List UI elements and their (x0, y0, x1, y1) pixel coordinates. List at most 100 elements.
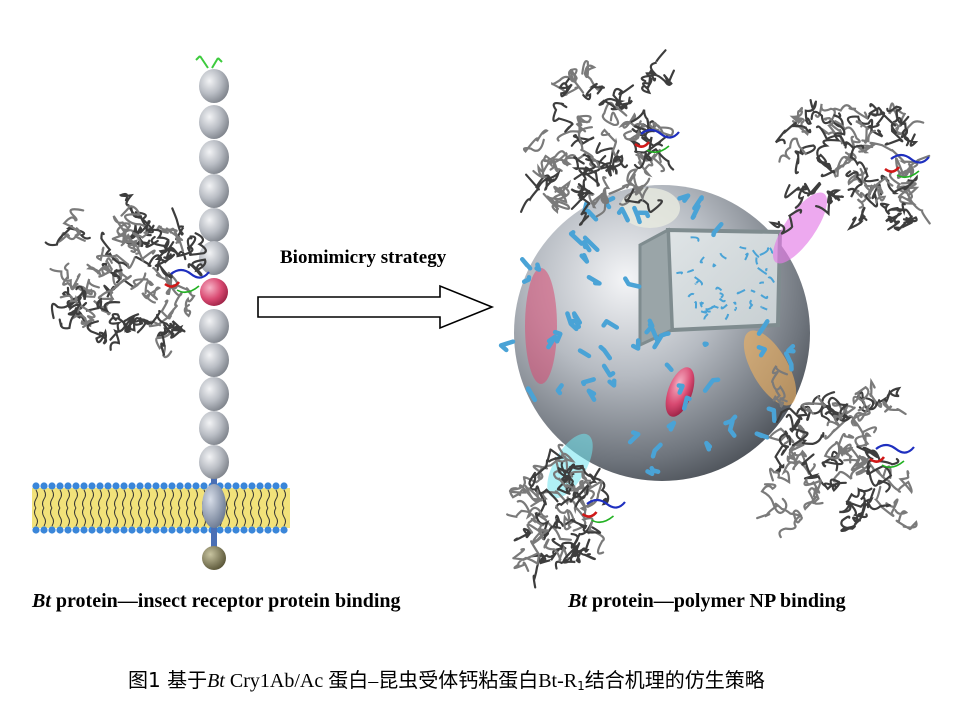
polymer-chain (727, 419, 737, 438)
protein-ribbon (608, 168, 639, 195)
protein-ribbon (778, 430, 792, 456)
protein-ribbon (50, 302, 82, 320)
lipid-tail (74, 489, 78, 509)
polymer-chain (521, 275, 532, 284)
protein-ribbon (846, 206, 868, 231)
protein-ribbon (853, 177, 887, 204)
protein-ribbon (558, 76, 573, 98)
cadherin-bead (199, 105, 229, 139)
core-chain (699, 256, 705, 264)
lipid-head (72, 482, 80, 490)
lipid-tail (122, 507, 126, 527)
lipid-tail (274, 507, 278, 527)
lipid-head (176, 526, 184, 534)
polymer-chain (756, 319, 770, 336)
protein-ribbon (597, 149, 624, 170)
lipid-head (184, 482, 192, 490)
polymer-chain (630, 338, 641, 351)
protein-ribbon (784, 184, 808, 209)
lipid-tail (66, 507, 70, 527)
protein-ribbon (516, 499, 545, 540)
lipid-tail (138, 507, 142, 527)
protein-ribbon (800, 395, 826, 415)
protein-ribbon (772, 389, 788, 408)
protein-ribbon (513, 527, 533, 542)
core-chain (748, 304, 753, 310)
lipid-head (256, 526, 264, 534)
protein-ribbon (866, 103, 883, 120)
protein-ribbon (139, 220, 170, 248)
left-caption-italic: Bt (32, 590, 51, 612)
protein-ribbon (641, 76, 653, 95)
protein-ribbon (156, 313, 184, 339)
protein-ribbon (801, 453, 826, 487)
protein-ribbon (118, 192, 155, 231)
polymer-chain (580, 377, 596, 387)
lipid-head (200, 526, 208, 534)
polymer-chain (658, 331, 671, 338)
polymer-chain (598, 344, 613, 361)
protein-ribbon (831, 402, 856, 418)
lipid-head (40, 482, 48, 490)
core-chain (699, 301, 704, 305)
polymer-chain (756, 345, 768, 358)
lipid-tail (122, 489, 126, 509)
polymer-chain (607, 378, 617, 388)
protein-ribbon (552, 102, 574, 133)
lipid-tail (186, 489, 190, 509)
core-chain (690, 236, 700, 242)
core-chain (751, 249, 760, 258)
protein-ribbon (62, 262, 81, 290)
core-chain (769, 247, 774, 255)
protein-ribbon (130, 205, 154, 237)
polymer-chain (577, 348, 592, 359)
lipid-tail (258, 507, 262, 527)
lipid-head (272, 482, 280, 490)
domain-loop-blue (875, 443, 915, 454)
protein-ribbon (866, 111, 897, 135)
protein-ribbon (582, 82, 605, 101)
core-chain (705, 308, 712, 313)
core-chain (686, 268, 695, 273)
lipid-head (104, 526, 112, 534)
lipid-tail (114, 489, 118, 509)
polymer-chain (616, 206, 630, 223)
protein-ribbon (821, 450, 844, 472)
lipid-head (32, 482, 40, 490)
protein-ribbon (581, 59, 601, 91)
core-chain (750, 289, 756, 293)
receptor-cadherin-repeats (199, 69, 229, 479)
polymer-chain (711, 221, 724, 238)
domain-loop-green (896, 170, 920, 179)
protein-ribbon (882, 400, 907, 416)
domain-loop-red (884, 166, 901, 173)
protein-ribbon (843, 454, 873, 468)
core-chain (676, 271, 683, 275)
protein-ribbon (122, 313, 144, 333)
protein-ribbon (646, 119, 675, 137)
protein-ribbon (520, 176, 555, 213)
protein-ribbon (811, 404, 852, 422)
protein-ribbon (852, 385, 870, 412)
protein-ribbon (815, 189, 842, 217)
right-panel-caption: Bt protein—polymer NP binding (568, 590, 846, 613)
protein-ribbon (132, 231, 156, 262)
core-chain (749, 299, 754, 307)
protein-ribbon (526, 523, 550, 543)
patch-top (620, 188, 680, 228)
protein-ribbon (85, 297, 121, 313)
protein-ribbon (109, 317, 128, 351)
core-chain (765, 268, 768, 272)
lipid-tail (154, 507, 158, 527)
protein-ribbon (618, 112, 648, 129)
lipid-tail (90, 507, 94, 527)
polymer-chain (498, 339, 516, 353)
protein-ribbon (785, 413, 809, 447)
lipid-head (280, 526, 288, 534)
protein-ribbon (839, 500, 867, 526)
protein-ribbon (156, 224, 179, 244)
lipid-head (80, 482, 88, 490)
protein-ribbon (778, 137, 807, 163)
lipid-tail (266, 507, 270, 527)
protein-ribbon (803, 487, 824, 511)
